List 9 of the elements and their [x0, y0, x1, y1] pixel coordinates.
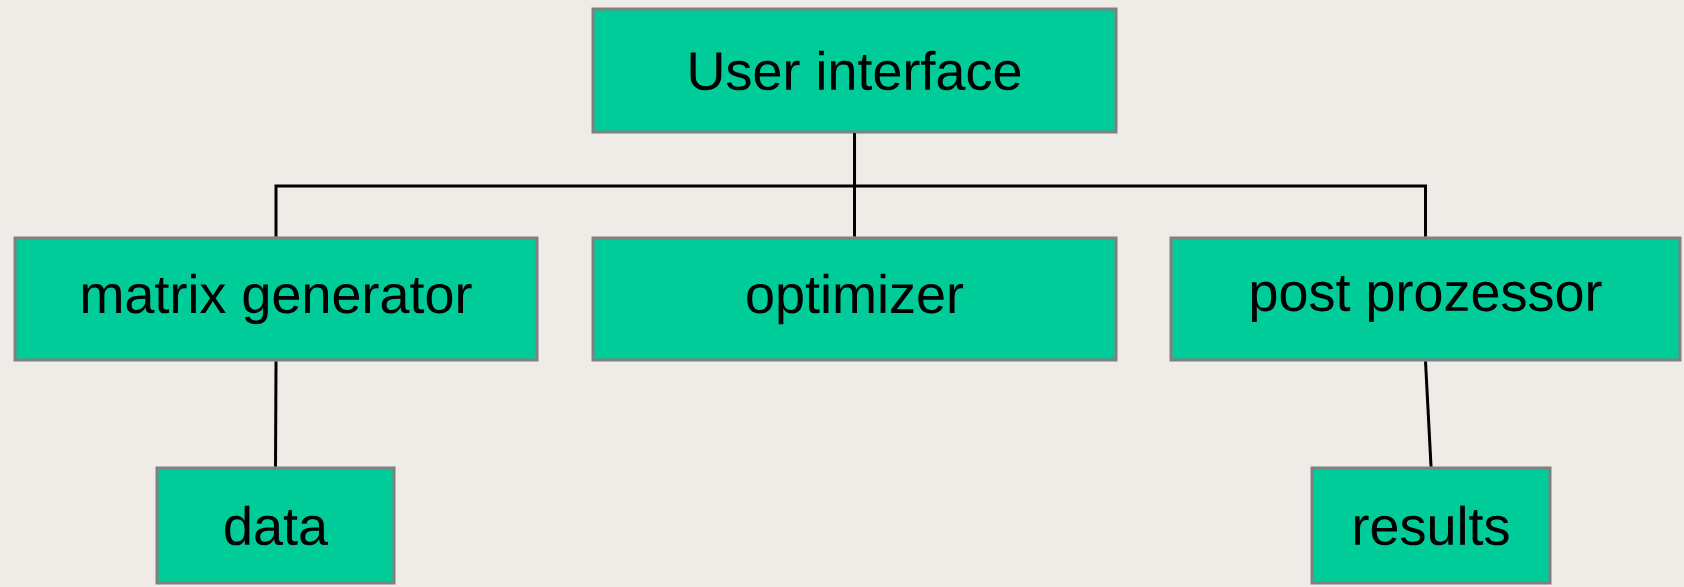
process-box: User interface: [591, 7, 1118, 134]
process-box: data: [155, 466, 396, 585]
connector-line: [1424, 361, 1433, 467]
process-box: optimizer: [591, 236, 1118, 362]
connector-line: [853, 133, 1427, 237]
process-box: post prozessor: [1169, 236, 1682, 362]
process-box: matrix generator: [13, 236, 539, 362]
process-box: results: [1310, 466, 1552, 585]
connector-line: [274, 361, 278, 467]
